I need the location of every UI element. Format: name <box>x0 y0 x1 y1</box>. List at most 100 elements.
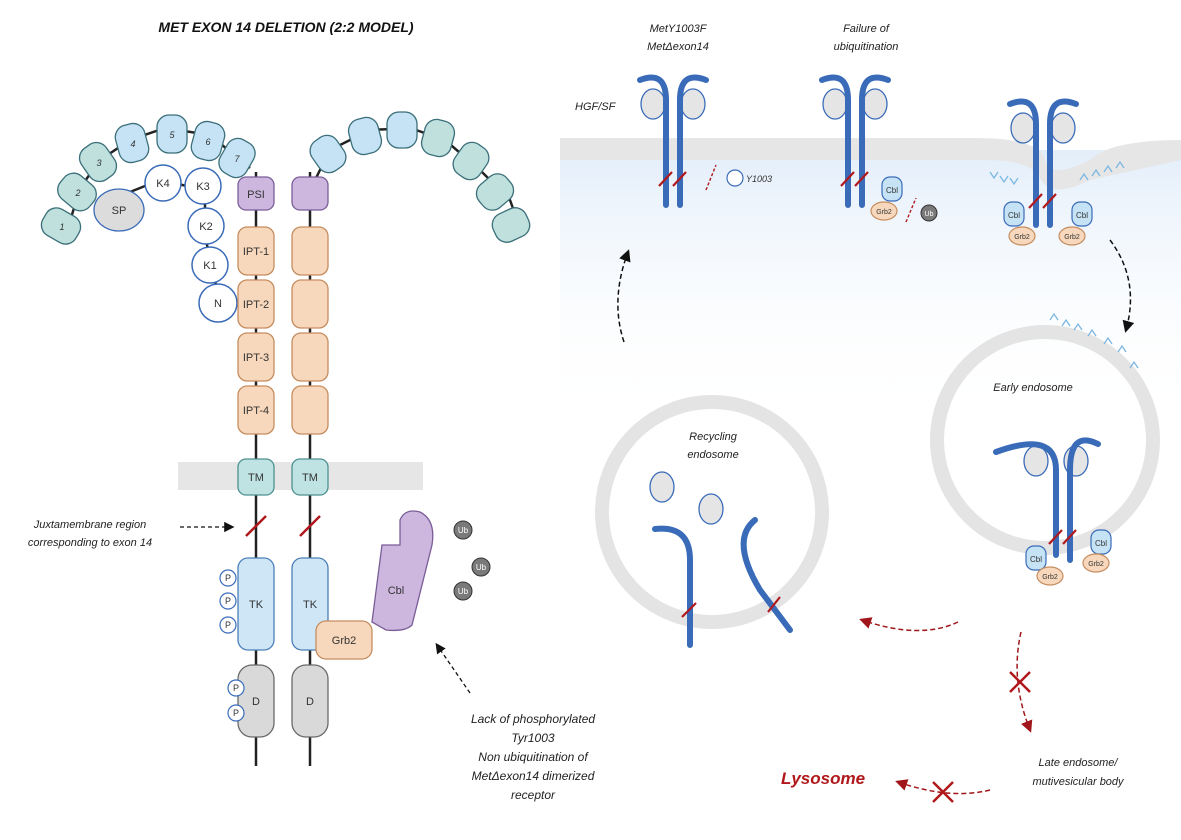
sema-blade-r2 <box>347 116 383 156</box>
col1-label-line2: MetΔexon14 <box>647 41 709 53</box>
tk-domain <box>237 557 275 651</box>
grb2-label: Grb2 <box>1088 561 1104 568</box>
domain-label: IPT-1 <box>243 246 269 258</box>
ub-label: Ub <box>458 587 469 596</box>
cbl-label: Cbl <box>886 186 898 195</box>
note-line: MetΔexon14 dimerized <box>472 769 595 783</box>
grb2-label: Grb2 <box>1042 574 1058 581</box>
ub-label: Ub <box>476 563 487 572</box>
kringle-label: K4 <box>156 178 169 190</box>
early-endosome-label: Early endosome <box>993 382 1073 394</box>
cbl-label: Cbl <box>1095 539 1107 548</box>
domain-label: TM <box>248 472 264 484</box>
clathrin-icon <box>1049 312 1139 369</box>
hgf-ligand <box>640 88 666 120</box>
sema-blade-4 <box>114 122 150 164</box>
sema-blade-label: 1 <box>59 222 64 232</box>
ipt-3-domain-b <box>291 332 329 382</box>
sema-blade-7 <box>218 137 256 179</box>
grb2-protein <box>1082 553 1110 573</box>
sp-domain <box>93 188 145 232</box>
ipt-4-domain <box>237 385 275 435</box>
phospho-icon <box>219 569 237 587</box>
tm-domain <box>237 458 275 496</box>
kringle-label: N <box>214 298 222 310</box>
hgf-ligand <box>862 88 888 120</box>
to-recycling-arrow <box>859 617 959 632</box>
phospho-icon <box>219 592 237 610</box>
cell-interior <box>560 150 1181 420</box>
kringle-domains: K4 K3 K2 K1 N <box>144 164 238 323</box>
cbl-protein <box>1003 201 1025 227</box>
phospho-glyph: P <box>225 596 231 606</box>
deletion-mark <box>1048 529 1063 545</box>
cbl-label: Cbl <box>1008 211 1020 220</box>
deletion-dash <box>905 197 917 223</box>
grb2-protein <box>870 201 898 221</box>
deletion-mark <box>681 602 697 618</box>
receptor-pair-3: Cbl Grb2 Cbl Grb2 <box>1003 98 1093 246</box>
deletion-mark <box>840 171 855 187</box>
sema-blade-label: 5 <box>169 130 175 140</box>
deletion-mark <box>767 596 781 613</box>
cbl-label: Cbl <box>1076 211 1088 220</box>
y1003-label: Y1003 <box>746 174 772 184</box>
ipt-2-domain <box>237 279 275 329</box>
phospho-icon <box>227 704 245 722</box>
d-domain-b <box>291 664 329 738</box>
receptor-pair-2: Cbl Grb2 Ub <box>819 74 938 223</box>
sema-blade-label: 3 <box>96 158 101 168</box>
deletion-mark <box>1062 529 1077 545</box>
ipt-4-domain-b <box>291 385 329 435</box>
ub-icon <box>453 520 473 540</box>
deletion-mark <box>299 515 321 537</box>
blocked-x-mark-2 <box>932 781 954 803</box>
kringle-n <box>198 283 238 323</box>
exon14-deletion-marks <box>245 515 321 537</box>
grb2-label: Grb2 <box>332 635 356 647</box>
deletion-mark <box>658 171 673 187</box>
sema-blade-label: 7 <box>234 154 240 164</box>
figure-title: MET EXON 14 DELETION (2:2 MODEL) <box>158 19 413 35</box>
hgf-ligand <box>822 88 848 120</box>
kringle-k4 <box>144 164 182 202</box>
sema-blade-label: 6 <box>205 137 210 147</box>
kringle-label: K3 <box>196 181 209 193</box>
cbl-protein <box>1025 545 1047 571</box>
ub-icon <box>920 204 938 222</box>
sema-blade-5 <box>156 114 188 154</box>
recycling-endosome-ring <box>595 395 829 629</box>
domain-label-b: TK <box>303 599 318 611</box>
sema-blades-left: 1 2 3 4 5 6 7 <box>40 114 256 245</box>
phospho-icon <box>219 616 237 634</box>
cbl-label: Cbl <box>1030 555 1042 564</box>
sema-blade-r3 <box>386 111 418 149</box>
ipt-3-domain <box>237 332 275 382</box>
sema-blade-r1 <box>309 134 347 174</box>
sema-blade-r4 <box>420 118 456 158</box>
tm-domain-b <box>291 458 329 496</box>
domain-label: TK <box>249 599 264 611</box>
note-line: Lack of phosphorylated <box>471 712 595 726</box>
late-endosome-line2: mutivesicular body <box>1032 776 1125 788</box>
phospho-icon <box>227 679 245 697</box>
juxta-label-line1: Juxtamembrane region <box>33 519 147 531</box>
ub-label: Ub <box>458 526 469 535</box>
phospho-glyph: P <box>233 683 239 693</box>
late-endosome-line1: Late endosome/ <box>1039 757 1119 769</box>
juxta-label-line2: corresponding to exon 14 <box>28 537 152 549</box>
note-text: Lack of phosphorylated Tyr1003 Non ubiqu… <box>471 712 595 802</box>
phospho-glyphs: P P P P P <box>225 573 239 718</box>
ipt-1-domain-b <box>291 226 329 276</box>
receptor-chain <box>740 517 793 633</box>
grb2-protein <box>1008 226 1036 246</box>
phospho-glyph: P <box>225 573 231 583</box>
kringle-k1 <box>191 246 229 284</box>
col2-label-line2: ubiquitination <box>834 41 899 53</box>
psi-domain-b <box>291 176 329 211</box>
ipt-2-domain-b <box>291 279 329 329</box>
phospho-glyph: P <box>233 708 239 718</box>
deletion-mark <box>1028 193 1043 209</box>
kringle-label: K2 <box>199 221 212 233</box>
